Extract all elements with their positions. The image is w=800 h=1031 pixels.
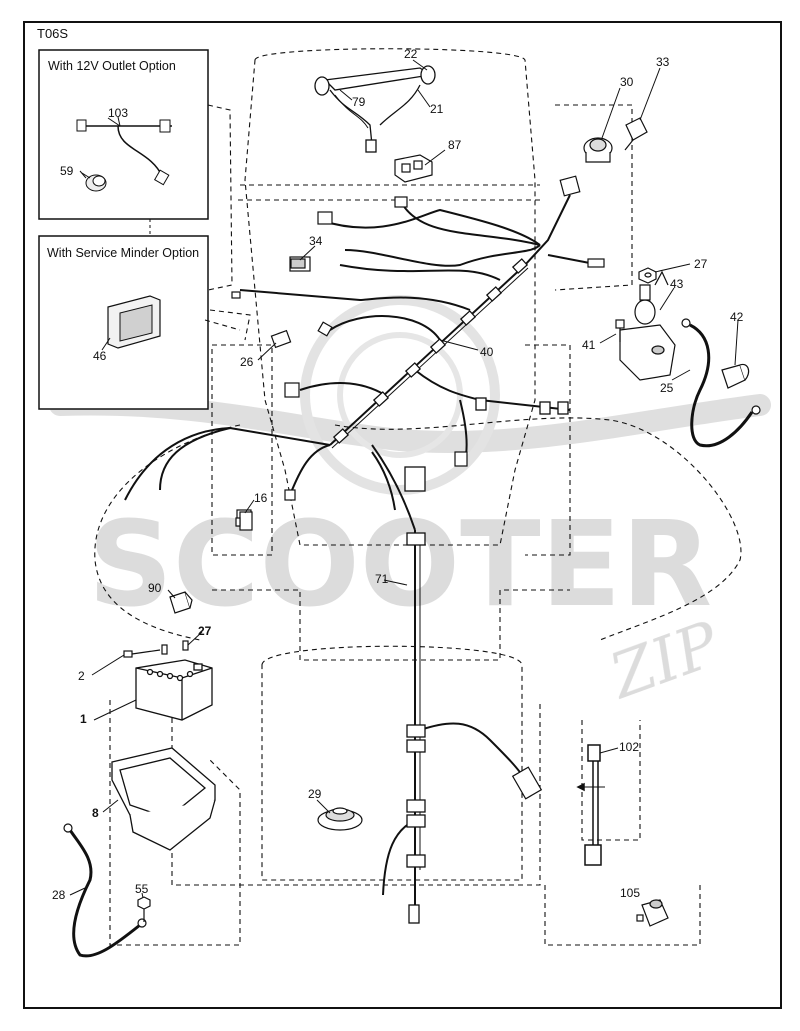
- callout-34: 34: [309, 234, 323, 248]
- callout-25: 25: [660, 381, 674, 395]
- wire-71: [371, 451, 526, 905]
- callout-26: 26: [240, 355, 254, 369]
- callout-79: 79: [352, 95, 366, 109]
- callout-21: 21: [430, 102, 444, 116]
- diagram-code: T06S: [37, 26, 68, 41]
- callout-42: 42: [730, 310, 744, 324]
- outlet-harness: [80, 125, 172, 177]
- headlight-assembly: [314, 65, 436, 153]
- callout-29: 29: [308, 787, 322, 801]
- callout-8: 8: [92, 806, 99, 820]
- battery-cable-25: [681, 318, 761, 448]
- callout-59: 59: [60, 164, 74, 178]
- callout-40: 40: [480, 345, 494, 359]
- callout-103: 103: [108, 106, 128, 120]
- callout-71: 71: [375, 572, 389, 586]
- callout-46: 46: [93, 349, 107, 363]
- nut-27-part: [638, 267, 657, 284]
- callout-43: 43: [670, 277, 684, 291]
- service-minder-option-box: With Service Minder Option: [38, 235, 209, 410]
- callout-87: 87: [448, 138, 462, 152]
- callout-102: 102: [619, 740, 639, 754]
- ignition-key-part: [624, 117, 648, 151]
- 12v-outlet-part: [81, 172, 107, 192]
- wire-71-clamps: [404, 466, 426, 924]
- screw-55-part: [137, 896, 151, 922]
- callout-labels: 22 79 21 87 30 33 34 27 43 42 41 25 40 2…: [52, 47, 744, 902]
- callout-16: 16: [254, 491, 268, 505]
- switch-87-part: [394, 154, 433, 183]
- battery-tray-part: [111, 747, 216, 851]
- connector-105-part: [636, 899, 669, 927]
- service-minder-option-title: With Service Minder Option: [47, 246, 199, 260]
- callout-28: 28: [52, 888, 66, 902]
- outlet-option-box: With 12V Outlet Option: [38, 49, 209, 220]
- outlet-option-title: With 12V Outlet Option: [48, 59, 176, 73]
- callout-27-bolt: 27: [198, 624, 212, 638]
- battery-part: [135, 659, 213, 721]
- watermark: SCOOTER ZIP: [49, 295, 771, 713]
- callout-55: 55: [135, 882, 149, 896]
- callout-105: 105: [620, 886, 640, 900]
- diagram-frame: [23, 21, 782, 1009]
- battery-bolts: [123, 640, 189, 658]
- callout-2: 2: [78, 669, 85, 683]
- terminal-boot-42-part: [721, 363, 750, 389]
- callout-33: 33: [656, 55, 670, 69]
- ground-cable-28: [63, 823, 147, 958]
- seat-switch-102-part: [576, 744, 605, 866]
- leader-lines: [69, 59, 739, 899]
- harness-clamps: [332, 258, 569, 444]
- callout-90: 90: [148, 581, 162, 595]
- callout-27-nut: 27: [694, 257, 708, 271]
- service-minder-part: [107, 295, 161, 349]
- watermark-text: SCOOTER: [88, 495, 712, 633]
- callout-22: 22: [404, 47, 418, 61]
- pto-switch-29-part: [317, 807, 363, 831]
- callout-41: 41: [582, 338, 596, 352]
- ignition-switch-part: [583, 137, 613, 163]
- harness-connectors: [231, 175, 605, 800]
- bolt-41-part: [615, 319, 625, 342]
- callout-1: 1: [80, 712, 87, 726]
- starter-solenoid-part: [619, 270, 676, 381]
- callout-30: 30: [620, 75, 634, 89]
